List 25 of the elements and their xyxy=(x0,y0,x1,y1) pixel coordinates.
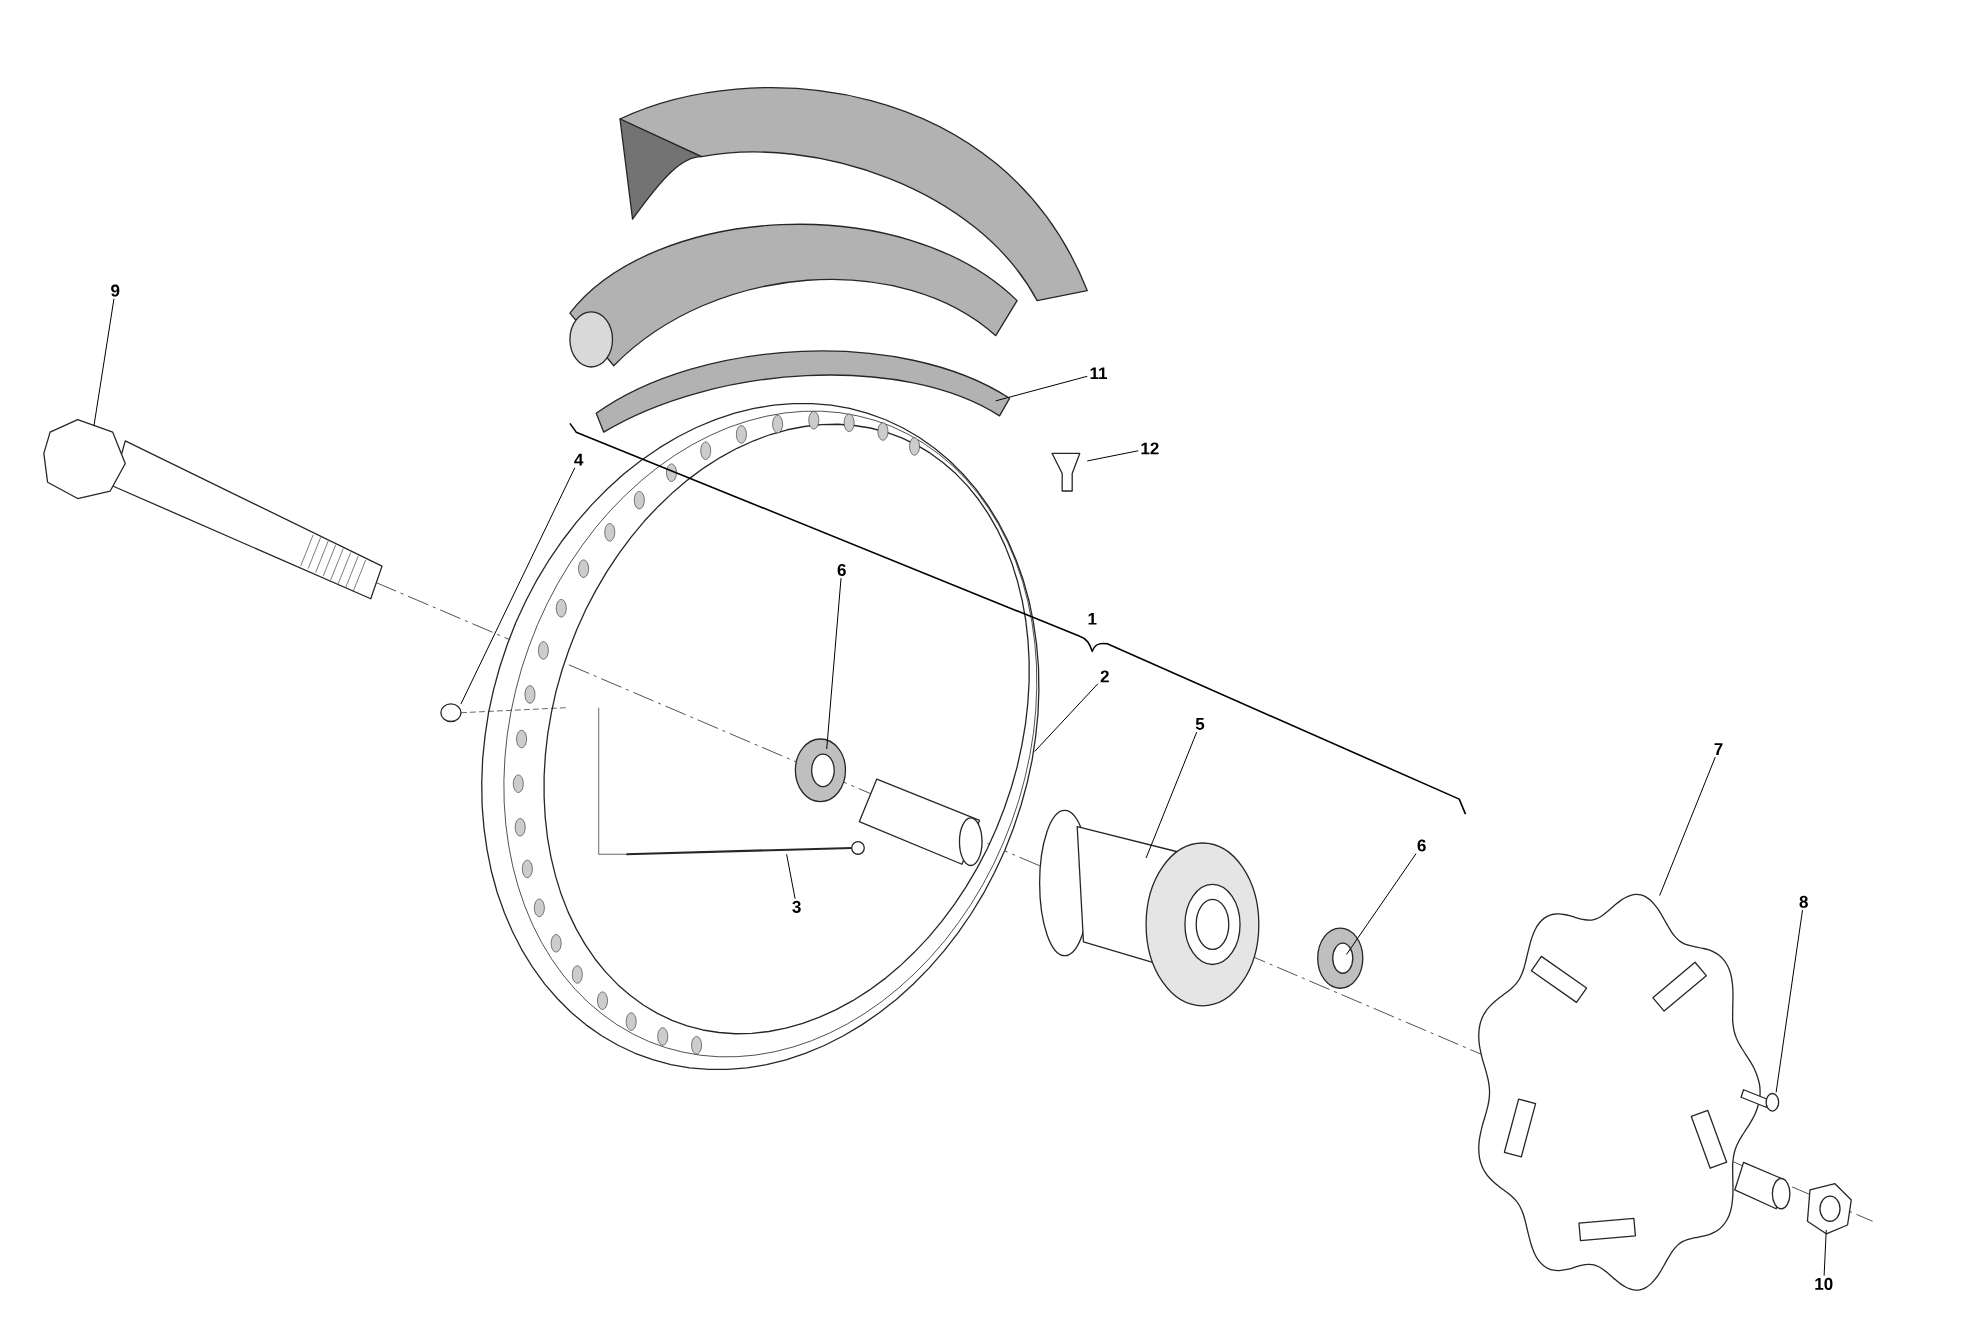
callout-number: 7 xyxy=(1711,741,1726,757)
callout-number: 8 xyxy=(1796,893,1811,910)
callout-number: 2 xyxy=(1098,668,1112,685)
callout-number: 1 xyxy=(1085,611,1099,627)
callout-number: 11 xyxy=(1087,365,1110,382)
leader-line xyxy=(1086,450,1139,462)
leader-line xyxy=(826,577,842,750)
leader-line xyxy=(93,298,115,427)
callout-number: 4 xyxy=(571,452,586,468)
callout-number: 6 xyxy=(835,562,849,579)
leader-line xyxy=(1823,1229,1827,1277)
callout-number: 10 xyxy=(1812,1276,1836,1293)
leader-line xyxy=(1775,909,1803,1093)
leader-line xyxy=(460,467,576,705)
leader-line xyxy=(786,853,796,900)
callout-number: 6 xyxy=(1414,837,1429,854)
leader-line xyxy=(1346,853,1417,956)
callout-number: 12 xyxy=(1138,440,1162,457)
callout-number: 9 xyxy=(108,282,122,299)
callout-number: 5 xyxy=(1193,716,1207,733)
callout-number: 3 xyxy=(789,898,804,916)
leader-line xyxy=(1034,683,1099,753)
leader-line xyxy=(1145,731,1198,859)
leader-line xyxy=(1659,756,1716,897)
leader-line xyxy=(995,375,1088,402)
